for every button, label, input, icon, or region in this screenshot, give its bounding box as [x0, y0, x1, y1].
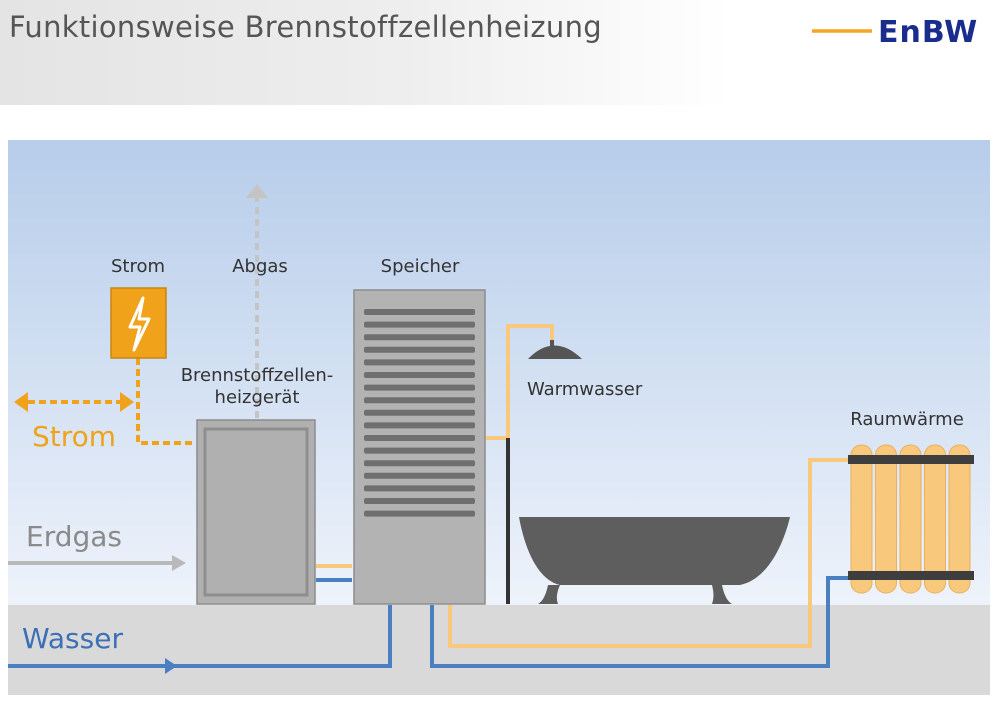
storage-tank [353, 289, 486, 605]
cold-pipe-inlet [8, 605, 392, 668]
storage-heat-lines [364, 309, 475, 517]
electric-line-to-device [136, 358, 196, 445]
label-abgas: Abgas [232, 256, 288, 277]
radiator-fin [948, 444, 971, 594]
gas-arrow-icon [172, 555, 186, 571]
lightning-bolt-icon [110, 287, 167, 359]
label-device-line1: Brennstoffzellen- [181, 365, 334, 386]
storage-heat-line [364, 498, 475, 504]
storage-heat-line [364, 359, 475, 366]
storage-heat-line [364, 435, 475, 441]
sky-background [8, 140, 990, 605]
electric-arrow-right-icon [120, 392, 134, 412]
storage-heat-line [364, 422, 475, 429]
label-warmwasser: Warmwasser [527, 379, 643, 400]
storage-heat-line [364, 334, 475, 341]
storage-heat-line [364, 397, 475, 404]
storage-heat-line [364, 384, 475, 391]
label-device-line2: heizgerät [215, 387, 300, 408]
exhaust-arrow-icon [246, 184, 268, 198]
label-strom-side: Strom [32, 420, 116, 453]
water-arrow-icon [165, 658, 177, 674]
electric-lines [28, 358, 196, 445]
electric-arrow-left-icon [14, 392, 28, 412]
warm-water-pipes [316, 324, 850, 648]
label-wasser: Wasser [22, 622, 123, 655]
storage-heat-line [364, 409, 475, 416]
shower-head-icon [506, 340, 582, 604]
radiator-bottom-bar [848, 571, 974, 580]
radiator-fin [924, 444, 946, 594]
storage-heat-line [364, 510, 475, 517]
radiator-top-bar [848, 455, 974, 464]
storage-heat-line [364, 346, 475, 353]
logo-text: EnBW [878, 15, 978, 48]
radiator-fin [875, 444, 897, 594]
storage-heat-line [364, 472, 475, 479]
label-speicher: Speicher [381, 256, 460, 277]
floor [8, 605, 990, 695]
warm-pipe-to-radiator [448, 458, 850, 648]
label-raumwaerme: Raumwärme [850, 409, 964, 430]
enbw-logo: EnBW [812, 15, 978, 48]
storage-heat-line [364, 309, 475, 315]
label-strom-top: Strom [111, 256, 165, 277]
bathtub-icon [519, 517, 790, 604]
storage-heat-line [364, 460, 475, 467]
fuel-cell-heater [196, 419, 316, 605]
radiator-fin [899, 444, 922, 594]
storage-heat-line [364, 447, 475, 454]
storage-heat-line [364, 485, 475, 492]
radiator-fin [850, 444, 873, 594]
storage-heat-line [364, 321, 475, 328]
radiator-fins [850, 444, 971, 594]
cold-water-pipes [8, 576, 850, 668]
header-band [0, 0, 730, 105]
storage-heat-line [364, 372, 475, 378]
label-erdgas: Erdgas [26, 520, 122, 553]
radiator-icon [848, 444, 974, 594]
warm-pipe-to-shower [486, 324, 554, 440]
cold-pipe-return [430, 576, 850, 668]
page-title: Funktionsweise Brennstoffzellenheizung [9, 10, 602, 44]
